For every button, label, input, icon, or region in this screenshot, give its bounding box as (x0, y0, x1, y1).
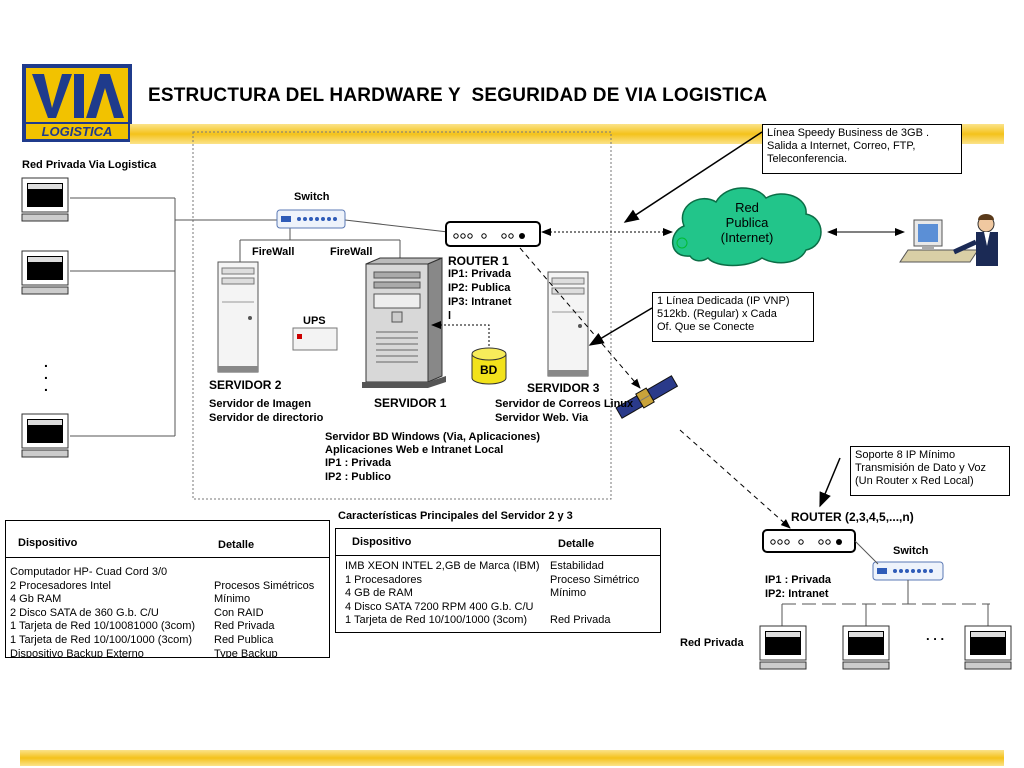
servidor1-title: SERVIDOR 1 (374, 396, 447, 410)
table-row: 1 Tarjeta de Red 10/100/1000 (3com)Red P… (345, 614, 611, 627)
table2: Dispositivo Detalle IMB XEON INTEL 2,GB … (335, 528, 661, 633)
servidor1-desc-4: IP2 : Publico (325, 471, 392, 483)
bottom-network-lines (781, 580, 990, 626)
left-network-lines (70, 197, 277, 437)
router1-line-1: IP1: Privada (448, 268, 511, 280)
servidor1-desc-2: Aplicaciones Web e Intranet Local (325, 444, 504, 456)
table1-header-dispositivo: Dispositivo (18, 537, 78, 549)
table1-header-detalle: Detalle (218, 539, 255, 551)
table2-header-dispositivo: Dispositivo (352, 536, 412, 548)
bottom-computer-2 (842, 625, 890, 670)
router-n-title: ROUTER (2,3,4,5,...,n) (791, 510, 914, 524)
cloud-line-2: Publica (725, 215, 769, 230)
server-zone-border (192, 131, 612, 500)
bd-label: BD (480, 363, 498, 377)
callout-speedy-line-2: Salida a Internet, Correo, FTP, (767, 140, 916, 152)
cloud-label: Red Publica (Internet) (690, 200, 804, 245)
cloud-line-3: (Internet) (720, 230, 774, 245)
router1-satellite-link (519, 247, 641, 389)
table1: Dispositivo Detalle Computador HP- Cuad … (5, 520, 330, 658)
servidor2-title: SERVIDOR 2 (209, 378, 282, 392)
router-n-line-1: IP1 : Privada (765, 574, 832, 586)
speedy-callout-arrow (623, 131, 763, 223)
servidor2-desc-2: Servidor de directorio (209, 412, 324, 424)
servidor1-tower (362, 257, 446, 388)
satellite-icon (615, 375, 679, 419)
table2-caption: Características Principales del Servidor… (338, 510, 573, 522)
router1-line-4: l (448, 310, 452, 322)
servidor1-desc-3: IP1 : Privada (325, 457, 392, 469)
router-n-line-2: IP2: Intranet (765, 588, 829, 600)
switch-top-device (276, 209, 346, 229)
callout-dedicada-line-3: Of. Que se Conecte (657, 321, 755, 333)
table1-body: Computador HP- Cuad Cord 3/0 2 Procesado… (10, 566, 324, 658)
left-computer-2 (21, 250, 69, 295)
servidor3-desc-2: Servidor Web. Via (495, 412, 589, 424)
left-computer-3 (21, 413, 69, 458)
switch-top-label: Switch (294, 191, 330, 203)
servidor3-desc-1: Servidor de Correos Linux (495, 398, 634, 410)
table-row: 1 Tarjeta de Red 10/100/1000 (3com)Red P… (10, 633, 274, 646)
dedicada-callout-arrow (588, 307, 653, 346)
table-row: IMB XEON INTEL 2,GB de Marca (IBM)Estabi… (345, 560, 604, 572)
servidor2-tower (217, 261, 259, 373)
router1-line-3: IP3: Intranet (448, 296, 512, 308)
router-n-device (762, 529, 856, 553)
callout-soporte-line-3: (Un Router x Red Local) (855, 475, 974, 487)
servidor1-desc-1: Servidor BD Windows (Via, Aplicaciones) (325, 431, 541, 443)
router1-device (445, 221, 541, 247)
left-network-dots: . . . (44, 354, 48, 394)
servidor3-title: SERVIDOR 3 (527, 381, 600, 395)
left-computer-1 (21, 177, 69, 222)
bottom-computer-3 (964, 625, 1012, 670)
footer-stripe (20, 750, 1004, 766)
remote-user-icon (899, 214, 998, 266)
callout-soporte-line-2: Transmisión de Dato y Voz (855, 462, 987, 474)
callout-dedicada: 1 Línea Dedicada (IP VNP) 512kb. (Regula… (652, 292, 814, 342)
callout-speedy: Línea Speedy Business de 3GB . Salida a … (762, 124, 962, 174)
cloud-internet (671, 187, 822, 267)
bd-database (471, 347, 507, 385)
red-privada-bottom-dots: . . . (926, 628, 945, 643)
page-title: ESTRUCTURA DEL HARDWARE Y SEGURIDAD DE V… (148, 85, 768, 106)
table-row: 4 Disco SATA 7200 RPM 400 G.b. C/U (345, 600, 534, 613)
firewall-right-label: FireWall (330, 246, 373, 258)
callout-dedicada-line-1: 1 Línea Dedicada (IP VNP) (657, 295, 790, 307)
callout-soporte-line-1: Soporte 8 IP Mínimo (855, 449, 956, 461)
table2-body: IMB XEON INTEL 2,GB de Marca (IBM)Estabi… (345, 560, 660, 628)
table2-header-detalle: Detalle (558, 538, 595, 550)
callout-soporte: Soporte 8 IP Mínimo Transmisión de Dato … (850, 446, 1010, 496)
logo-text: LOGISTICA (41, 124, 113, 139)
callout-dedicada-line-2: 512kb. (Regular) x Cada (657, 308, 777, 320)
switch-bottom-label: Switch (893, 545, 929, 557)
bd-to-server1-link (431, 321, 490, 346)
via-logistica-logo: LOGISTICA (22, 64, 132, 142)
ups-label: UPS (303, 315, 326, 327)
router1-line-2: IP2: Publica (448, 282, 511, 294)
firewall-left-label: FireWall (252, 246, 295, 258)
satellite-routern-link (679, 429, 791, 529)
switch-bottom-device (872, 561, 944, 581)
red-privada-bottom-label: Red Privada (680, 637, 744, 649)
ups-device (292, 327, 338, 351)
table-row: 1 Tarjeta de Red 10/10081000 (3com)Red P… (10, 620, 275, 633)
servidor3-tower (547, 271, 589, 377)
callout-speedy-line-3: Teleconferencia. (767, 153, 848, 165)
bottom-computer-1 (759, 625, 807, 670)
left-network-label: Red Privada Via Logistica (22, 159, 157, 171)
servidor2-desc-1: Servidor de Imagen (209, 398, 312, 410)
callout-speedy-line-1: Línea Speedy Business de 3GB . (767, 127, 930, 139)
soporte-callout-arrow (819, 457, 841, 508)
table-row: Computador HP- Cuad Cord 3/0 (10, 566, 168, 578)
cloud-line-1: Red (735, 200, 759, 215)
router1-title: ROUTER 1 (448, 254, 509, 268)
